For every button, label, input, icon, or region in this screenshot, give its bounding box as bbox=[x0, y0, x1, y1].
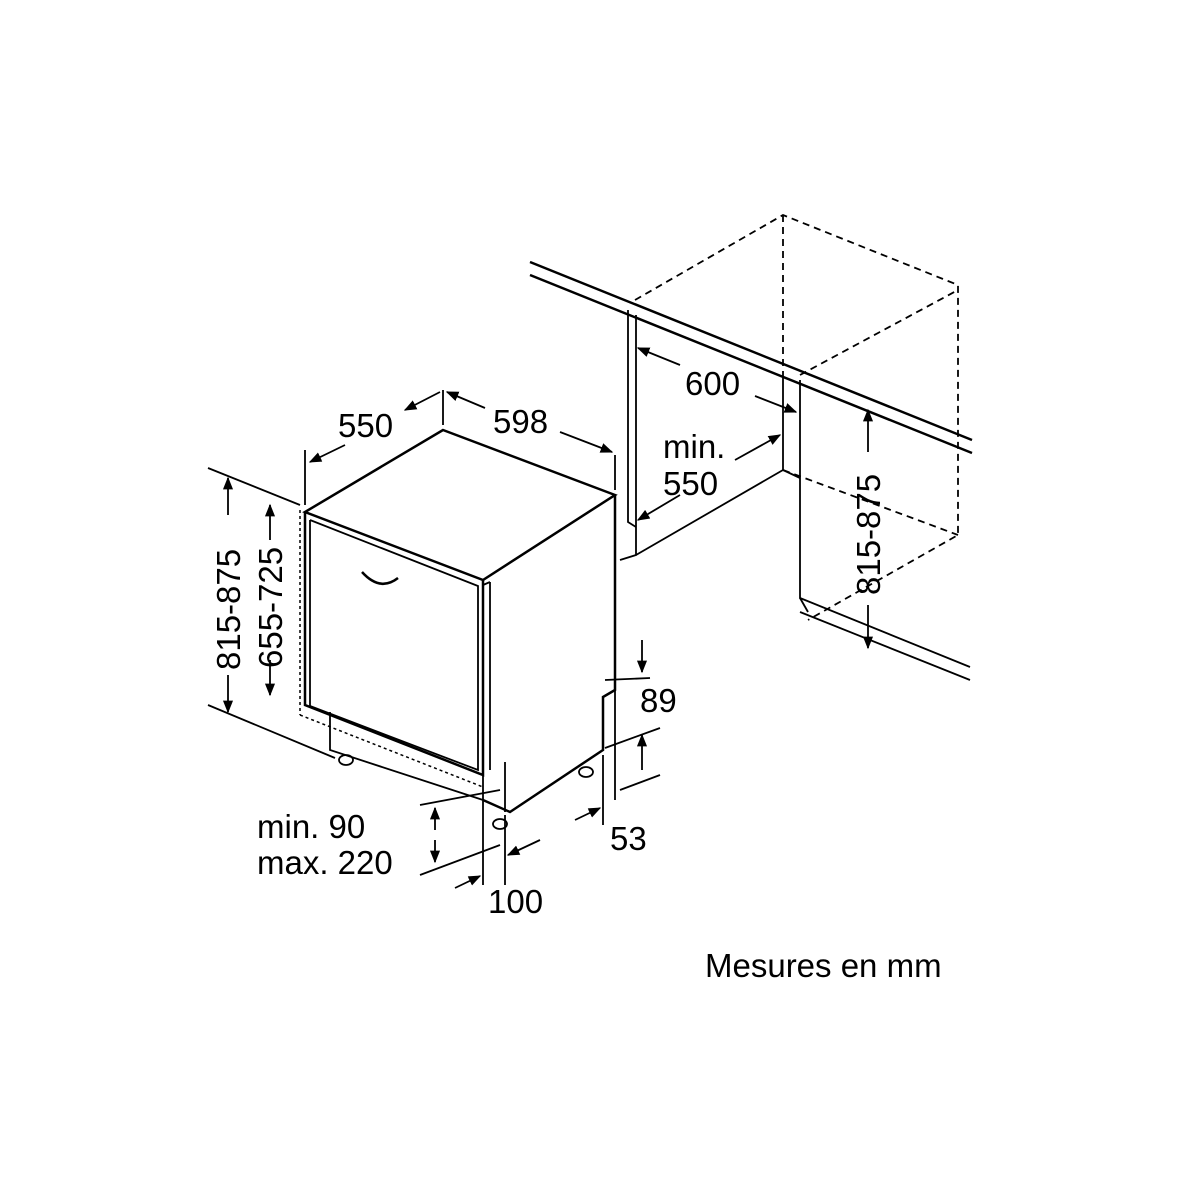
door-height-label: 655-725 bbox=[252, 547, 289, 668]
niche-min-value: 550 bbox=[663, 465, 718, 502]
door-handle-icon bbox=[361, 571, 399, 585]
niche-min-label: min. bbox=[663, 428, 725, 465]
plinth-min-label: min. 90 bbox=[257, 808, 365, 845]
foot-icon bbox=[338, 754, 354, 766]
plinth-max-label: max. 220 bbox=[257, 844, 393, 881]
dimension-lines bbox=[207, 347, 874, 889]
width-label: 598 bbox=[493, 403, 548, 440]
foot-icon bbox=[578, 766, 594, 778]
niche-depth-label: 600 bbox=[685, 365, 740, 402]
cabinet-niche bbox=[529, 214, 973, 681]
foot-offset-label: 100 bbox=[488, 883, 543, 920]
depth-label: 550 bbox=[338, 407, 393, 444]
dishwasher-body bbox=[299, 428, 618, 830]
niche-height-label: 815-875 bbox=[850, 474, 887, 595]
foot-icon bbox=[492, 818, 508, 830]
plinth-depth-label: 53 bbox=[610, 820, 647, 857]
units-note: Mesures en mm bbox=[705, 947, 942, 984]
plinth-height-label: 89 bbox=[640, 682, 677, 719]
total-height-label: 815-875 bbox=[210, 549, 247, 670]
